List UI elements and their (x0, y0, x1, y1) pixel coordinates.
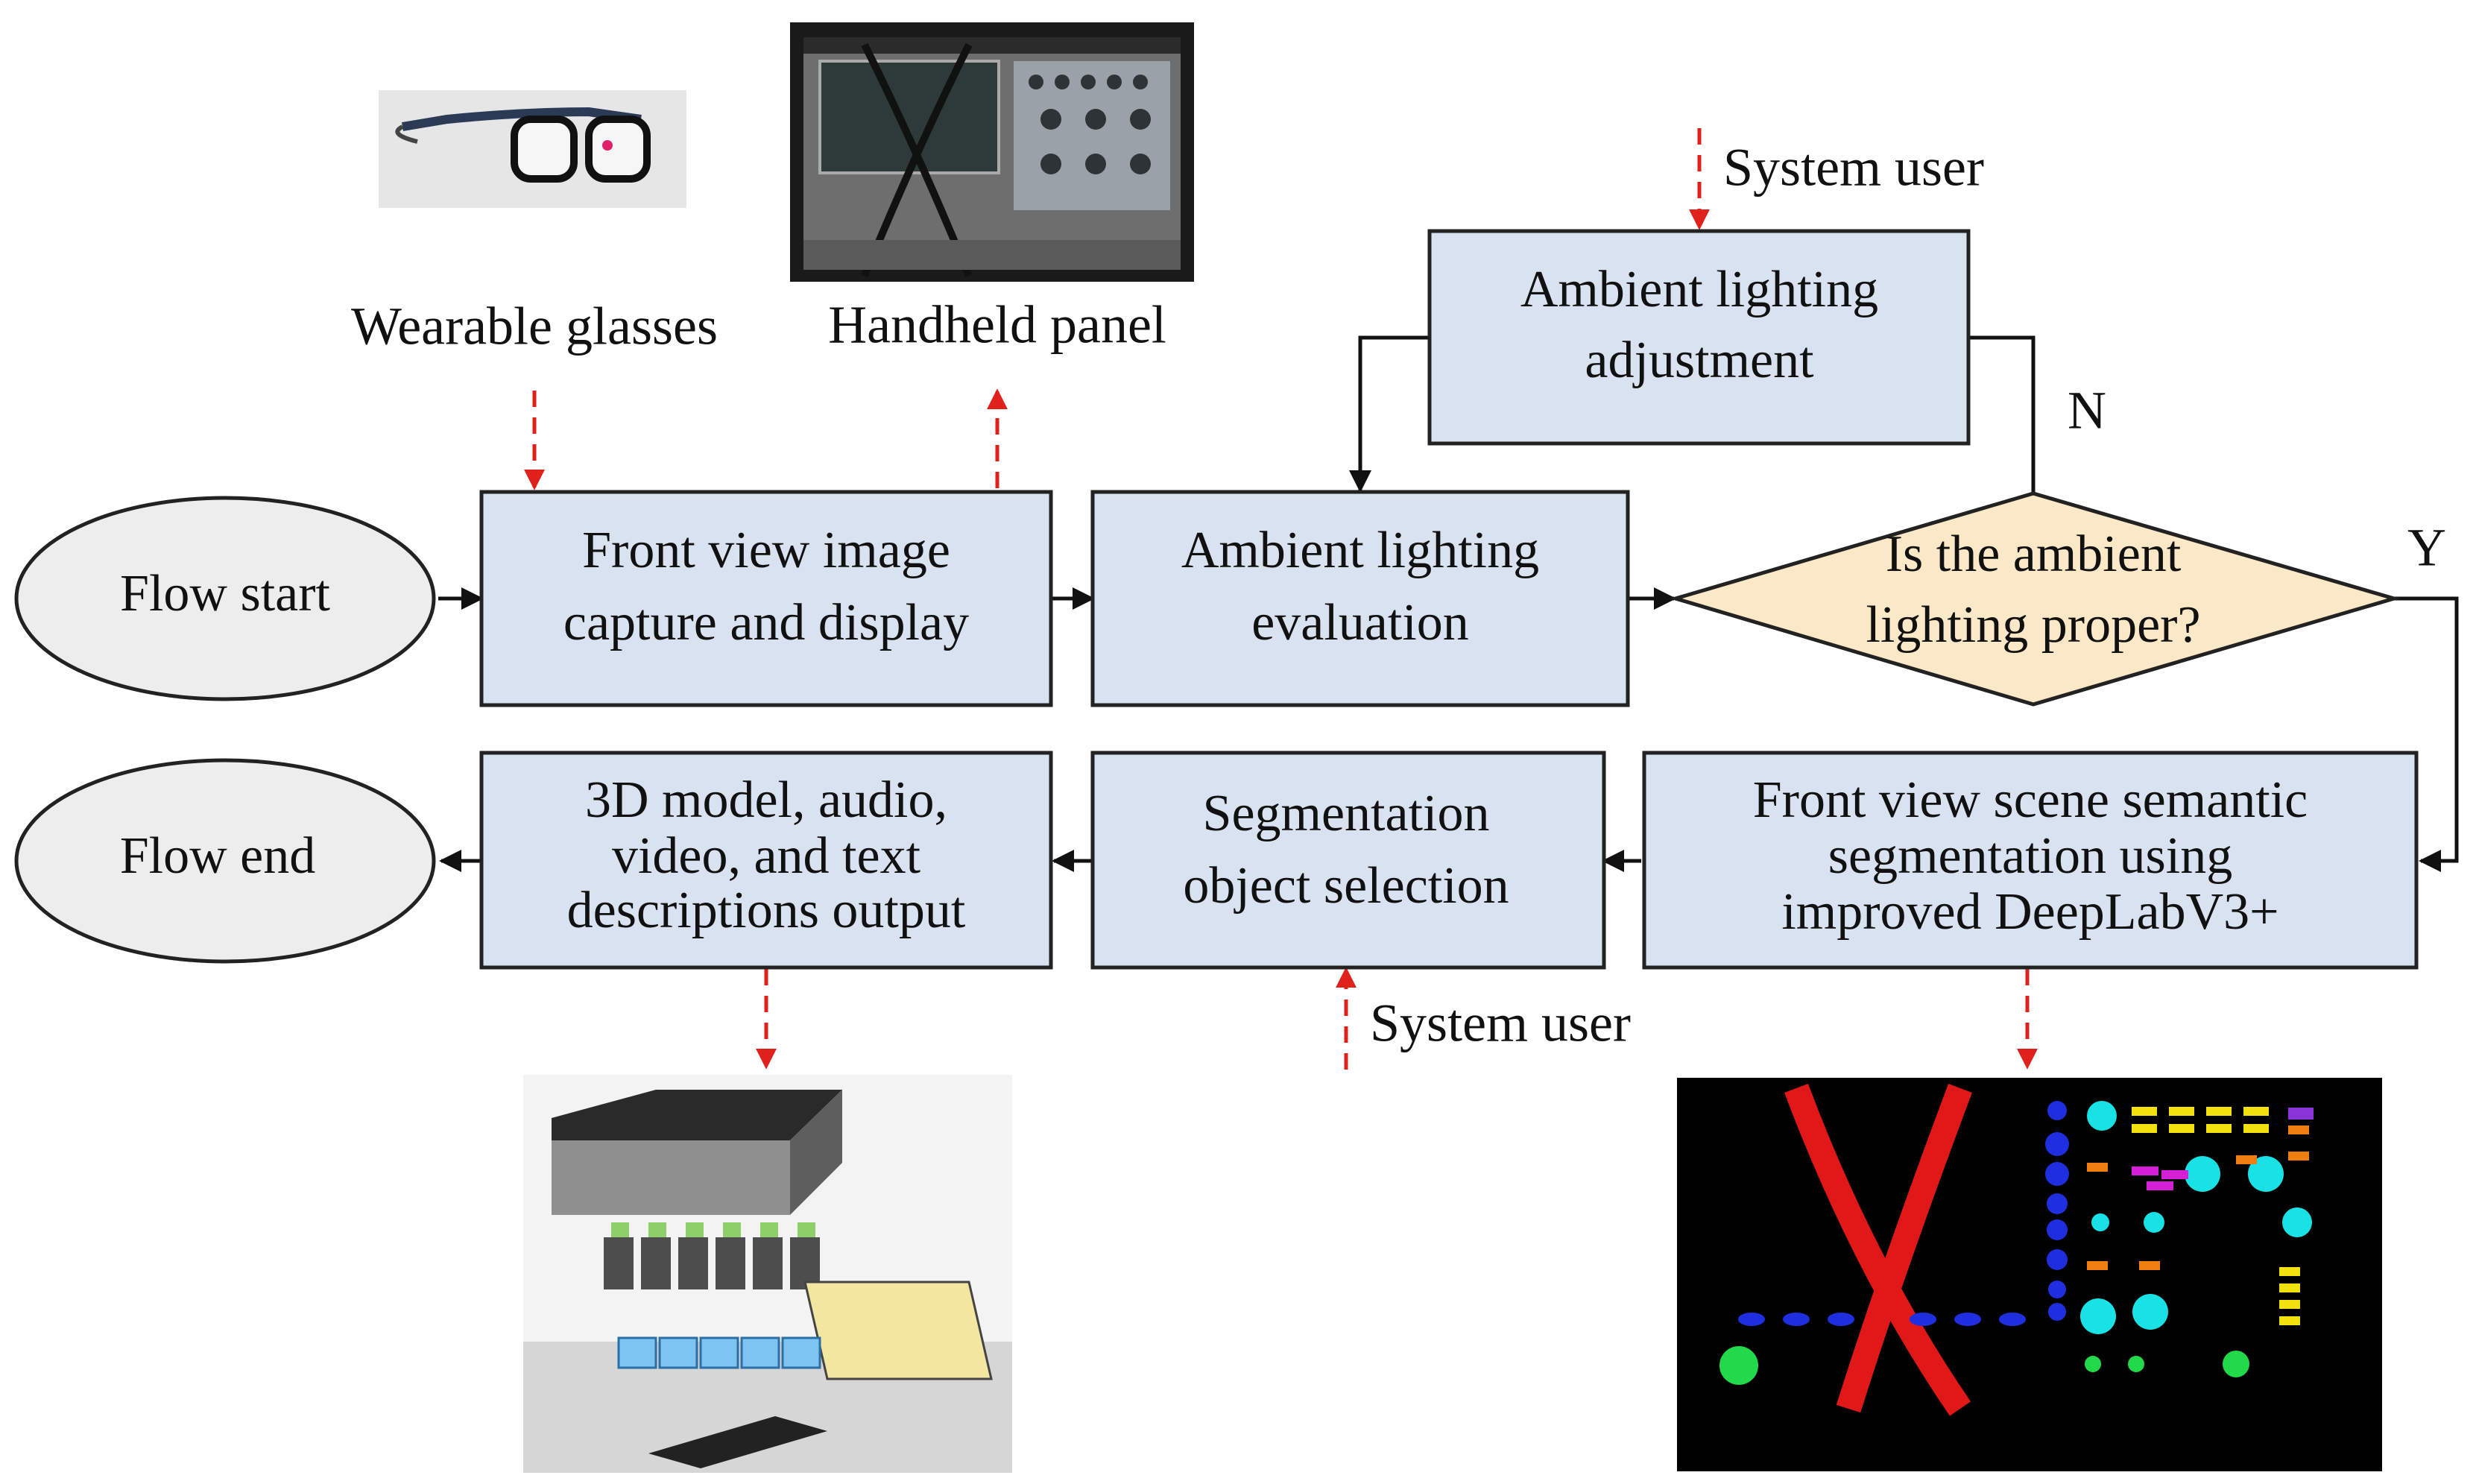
line-decision-no-to-adjust (1968, 335, 2036, 493)
front-view-capture-line-1: Front view image (582, 522, 950, 579)
system-user-top-label: System user (1723, 138, 1984, 198)
semantic-segmentation-line-2: segmentation using (1828, 827, 2232, 885)
wearable-glasses-image (379, 90, 686, 208)
ambient-lighting-decision: Is the ambient lighting proper? (1669, 491, 2401, 707)
ambient-adjustment-line-1: Ambient lighting (1520, 261, 1878, 318)
output-line-3: descriptions output (567, 882, 966, 939)
semantic-segmentation-box: Front view scene semantic segmentation u… (1642, 751, 2419, 970)
system-user-bottom-label: System user (1370, 994, 1631, 1053)
arrow-decision-yes-to-seg (2394, 596, 2459, 872)
front-view-capture-line-2: capture and display (563, 594, 969, 651)
branch-no-label: N (2068, 381, 2106, 441)
segmentation-selection-line-2: object selection (1183, 857, 1509, 915)
branch-yes-label: Y (2407, 518, 2446, 578)
ambient-evaluation-box: Ambient lighting evaluation (1090, 490, 1630, 707)
flow-end-label: Flow end (120, 827, 316, 885)
output-line-2: video, and text (612, 827, 921, 885)
front-view-capture-box: Front view image capture and display (479, 490, 1053, 707)
ambient-evaluation-line-2: evaluation (1251, 594, 1469, 651)
handheld-panel-image (790, 22, 1194, 282)
ambient-adjustment-line-2: adjustment (1585, 332, 1814, 389)
semantic-segmentation-line-1: Front view scene semantic (1753, 771, 2308, 829)
handheld-panel-label: Handheld panel (828, 295, 1166, 355)
semantic-segmentation-line-3: improved DeepLabV3+ (1781, 883, 2278, 941)
decision-line-2: lighting proper? (1866, 596, 2200, 654)
flow-start-label: Flow start (120, 565, 331, 622)
3d-model-image (523, 1075, 1012, 1473)
ambient-adjustment-box: Ambient lighting adjustment (1427, 229, 1971, 446)
segmentation-result-image (1677, 1078, 2382, 1471)
arrow-adjust-to-eval (1349, 335, 1430, 493)
ambient-evaluation-line-1: Ambient lighting (1181, 522, 1539, 579)
segmentation-selection-line-1: Segmentation (1203, 785, 1490, 842)
segmentation-selection-box: Segmentation object selection (1090, 751, 1606, 970)
output-line-1: 3D model, audio, (585, 771, 947, 829)
output-box: 3D model, audio, video, and text descrip… (479, 751, 1053, 970)
flow-start-terminal: Flow start (14, 496, 436, 701)
wearable-glasses-label: Wearable glasses (351, 297, 718, 356)
flow-end-terminal: Flow end (14, 758, 436, 964)
decision-line-1: Is the ambient (1886, 525, 2182, 583)
